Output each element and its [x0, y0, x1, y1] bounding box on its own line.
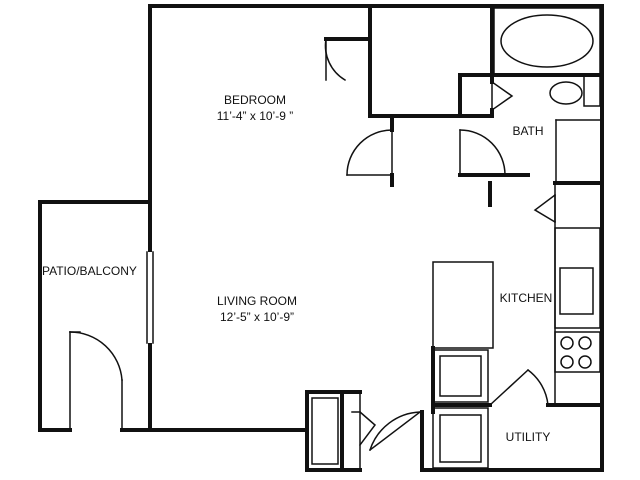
utility-name: UTILITY	[505, 430, 551, 444]
dryer	[432, 407, 489, 469]
bedroom-door	[346, 129, 393, 176]
vanity	[555, 119, 601, 184]
patio-sliding-door	[146, 251, 154, 344]
bedroom-label: BEDROOM 11’-4” x 10’-9 ”	[205, 92, 305, 124]
patio-door	[69, 331, 123, 431]
living-room-name: LIVING ROOM	[216, 294, 297, 308]
bedroom-dims: 11’-4” x 10’-9 ”	[216, 109, 294, 123]
bath-door	[459, 129, 506, 176]
utility-label: UTILITY	[498, 429, 558, 445]
bath-label: BATH	[504, 123, 552, 139]
pantry-door	[533, 193, 557, 224]
entry-closet-doors	[311, 391, 377, 471]
bathtub	[493, 7, 601, 75]
entry-closet	[305, 390, 362, 472]
bedroom-closet-door	[324, 38, 347, 82]
front-door	[368, 410, 422, 452]
kitchen-island	[432, 261, 494, 349]
bedroom-walls	[324, 4, 530, 187]
bedroom-name: BEDROOM	[223, 93, 286, 107]
living-room-dims: 12’-5” x 10’-9”	[219, 310, 295, 324]
washer	[432, 349, 489, 403]
exterior-walls	[38, 4, 604, 472]
living-room-label: LIVING ROOM 12’-5” x 10’-9”	[197, 293, 317, 325]
patio-name: PATIO/BALCONY	[42, 264, 137, 278]
toilet	[549, 75, 601, 107]
bath-name: BATH	[512, 124, 544, 138]
utility-door	[488, 368, 549, 407]
patio-label: PATIO/BALCONY	[42, 263, 150, 279]
linen-closet-door	[490, 80, 514, 112]
kitchen-label: KITCHEN	[496, 290, 556, 306]
stove	[554, 331, 601, 373]
bath-walls	[458, 4, 604, 207]
kitchen-name: KITCHEN	[499, 291, 553, 305]
